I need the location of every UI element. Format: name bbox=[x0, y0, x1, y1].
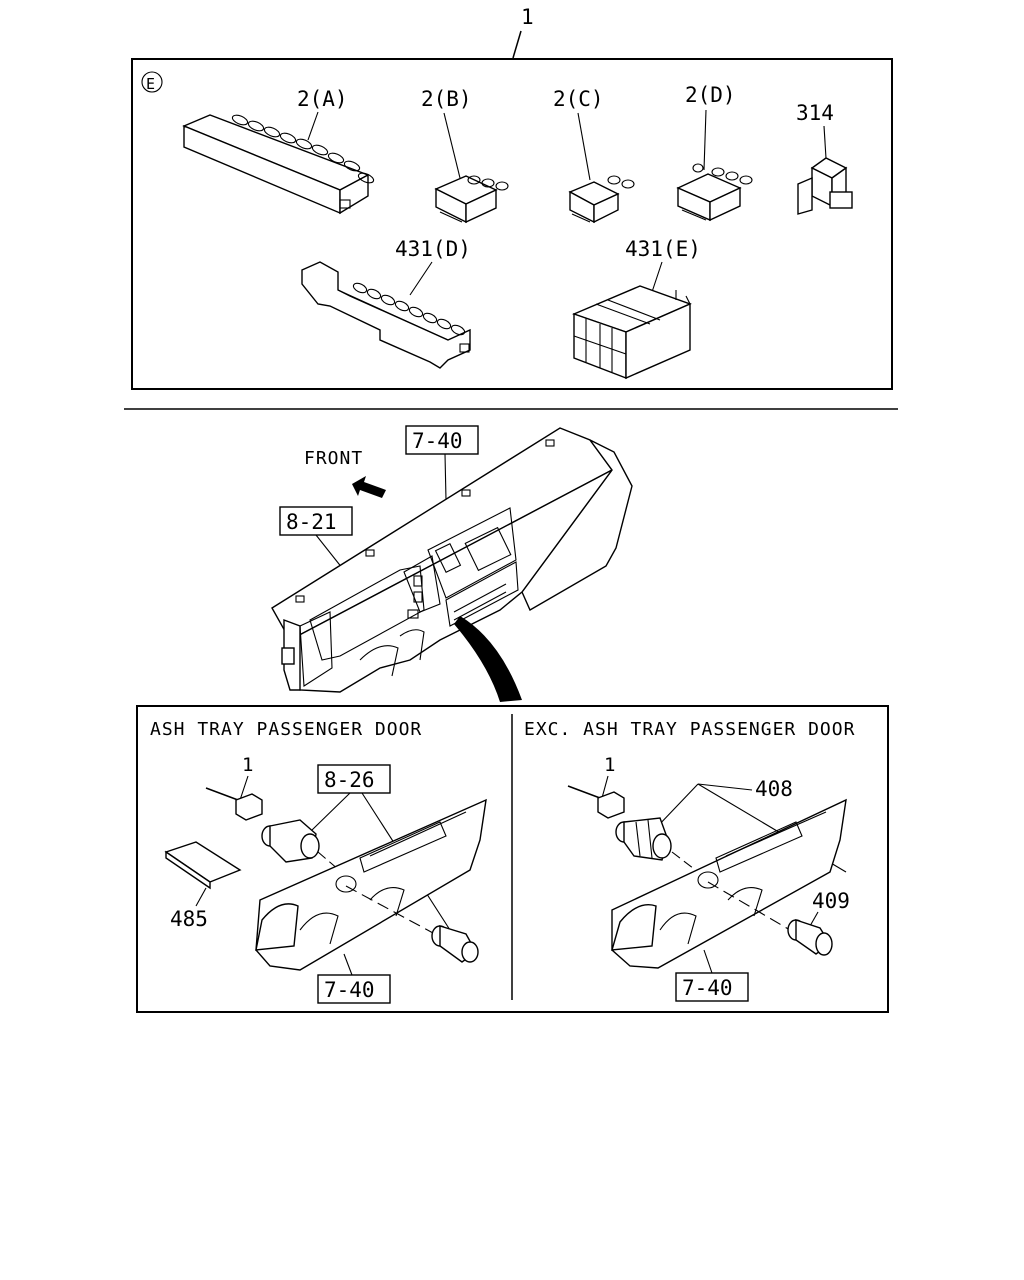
leader-2d bbox=[703, 109, 707, 171]
callout-2d: 2(D) bbox=[685, 83, 736, 107]
left-panel-title: ASH TRAY PASSENGER DOOR bbox=[150, 719, 422, 740]
right-wire-terminal bbox=[567, 785, 625, 819]
right-socket-part bbox=[615, 817, 672, 861]
dashboard-assembly bbox=[271, 427, 633, 693]
front-arrow-icon bbox=[352, 476, 386, 498]
leader-2c bbox=[577, 112, 591, 181]
connector-431e bbox=[572, 285, 692, 380]
section-mark-label: E bbox=[146, 75, 155, 93]
right-plug-part bbox=[787, 919, 833, 956]
ref-box-dashboard-8-21 bbox=[279, 506, 353, 536]
left-socket-part bbox=[261, 819, 320, 863]
detail-pointer-arrow bbox=[454, 616, 522, 702]
left-ref-box-8-26 bbox=[317, 764, 391, 794]
callout-2c: 2(C) bbox=[553, 87, 604, 111]
left-wire-terminal bbox=[205, 787, 263, 821]
leader-2b bbox=[443, 112, 461, 179]
right-panel-title: EXC. ASH TRAY PASSENGER DOOR bbox=[524, 719, 855, 740]
left-ref-8-26: 8-26 bbox=[324, 768, 375, 792]
left-label-485 bbox=[164, 841, 242, 890]
leader-431d bbox=[409, 261, 433, 296]
callout-431d: 431(D) bbox=[395, 237, 471, 261]
front-label: FRONT bbox=[304, 448, 363, 469]
left-callout-1: 1 bbox=[242, 754, 253, 776]
assembly-leader bbox=[512, 30, 522, 59]
detail-frame bbox=[136, 705, 889, 1013]
leader-431e bbox=[651, 261, 663, 293]
ref-dashboard-7-40: 7-40 bbox=[412, 429, 463, 453]
section-mark-circle bbox=[141, 71, 163, 93]
connector-2b bbox=[434, 175, 509, 224]
callout-2b: 2(B) bbox=[421, 87, 472, 111]
ref-box-dashboard-7-40 bbox=[405, 425, 479, 455]
left-ref-7-40: 7-40 bbox=[324, 978, 375, 1002]
left-plug-part bbox=[431, 925, 479, 963]
leader-314 bbox=[823, 125, 827, 159]
right-ref-7-40: 7-40 bbox=[682, 976, 733, 1000]
callout-314: 314 bbox=[796, 101, 834, 125]
connector-431d bbox=[301, 261, 471, 369]
right-ref-box-7-40 bbox=[675, 972, 749, 1002]
left-panel-trim bbox=[255, 798, 487, 971]
right-callout-409: 409 bbox=[812, 889, 850, 913]
leader-dash-7-40 bbox=[444, 453, 447, 501]
right-callout-1: 1 bbox=[604, 754, 615, 776]
ref-dashboard-8-21: 8-21 bbox=[286, 510, 337, 534]
left-callout-485: 485 bbox=[170, 907, 208, 931]
connector-314 bbox=[797, 157, 853, 215]
connector-kit-frame bbox=[131, 58, 893, 390]
assembly-callout-1: 1 bbox=[521, 5, 534, 29]
callout-2a: 2(A) bbox=[297, 87, 348, 111]
right-panel-trim bbox=[611, 798, 847, 969]
right-callout-408: 408 bbox=[755, 777, 793, 801]
connector-2d bbox=[676, 163, 753, 222]
left-ref-box-7-40 bbox=[317, 974, 391, 1004]
callout-431e: 431(E) bbox=[625, 237, 701, 261]
connector-2c bbox=[568, 175, 635, 224]
connector-2a bbox=[182, 114, 375, 215]
leader-2a bbox=[307, 111, 319, 141]
left-leader-1 bbox=[239, 775, 249, 801]
left-leader-8-26-a bbox=[311, 792, 351, 831]
